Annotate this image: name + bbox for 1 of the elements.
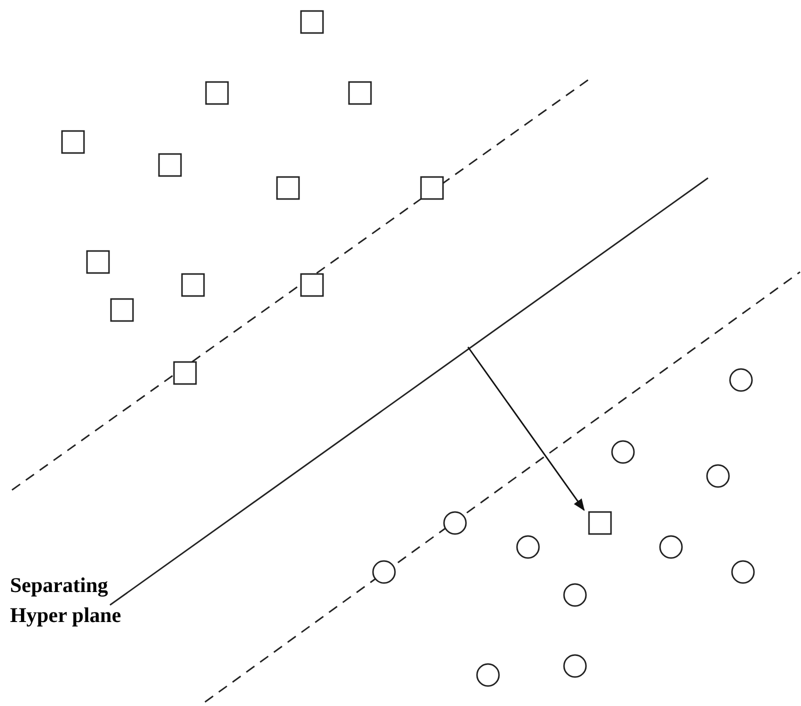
plane-label: Separating Hyper plane	[10, 572, 122, 629]
